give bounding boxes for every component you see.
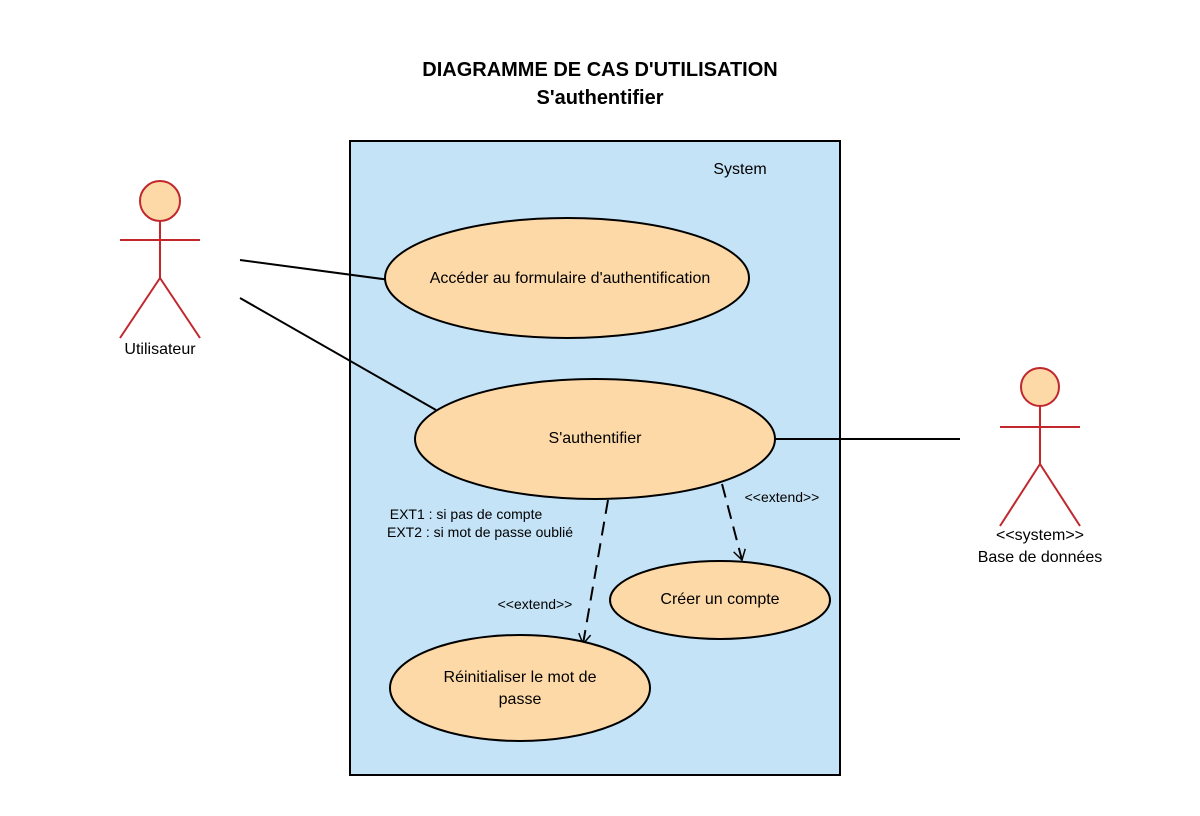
use-case-authenticate[interactable]: S'authentifier [414,378,776,500]
actor-user-right-leg [159,277,201,339]
actor-database-right-leg [1039,463,1081,527]
diagram-title: DIAGRAMME DE CAS D'UTILISATION [422,59,778,81]
extend-label-reset-password: <<extend>> [498,596,573,612]
actor-user[interactable] [119,180,201,339]
actor-database-head [1020,367,1060,407]
note-ext1: EXT1 : si pas de compte [390,506,543,522]
use-case-create-account[interactable]: Créer un compte [609,560,831,640]
system-label: System [713,161,766,178]
use-case-reset-password[interactable]: Réinitialiser le mot de passe [389,634,651,742]
actor-user-left-leg [119,277,161,339]
actor-database-left-leg [999,463,1041,527]
extend-label-create-account: <<extend>> [745,489,820,505]
use-case-reset-password-label-1: Réinitialiser le mot de [444,669,597,686]
actor-database[interactable] [999,367,1081,527]
use-case-access-form[interactable]: Accéder au formulaire d'authentification [384,217,750,339]
use-case-authenticate-label: S'authentifier [549,430,643,447]
association-user-access-form [239,259,391,281]
extend-arrow-reset-password [578,499,609,646]
use-case-reset-password-label-2: passe [499,691,542,708]
actor-database-stereotype: <<system>> [996,527,1084,544]
actor-user-head [139,180,181,222]
extend-arrow-create-account [721,483,746,562]
diagram-subtitle: S'authentifier [537,87,664,109]
note-ext2: EXT2 : si mot de passe oublié [387,524,573,540]
association-user-authenticate [239,297,437,411]
actor-user-label: Utilisateur [124,341,196,358]
actor-database-label: Base de données [978,549,1103,566]
use-case-access-form-label: Accéder au formulaire d'authentification [430,270,711,287]
use-case-create-account-label: Créer un compte [660,591,779,608]
